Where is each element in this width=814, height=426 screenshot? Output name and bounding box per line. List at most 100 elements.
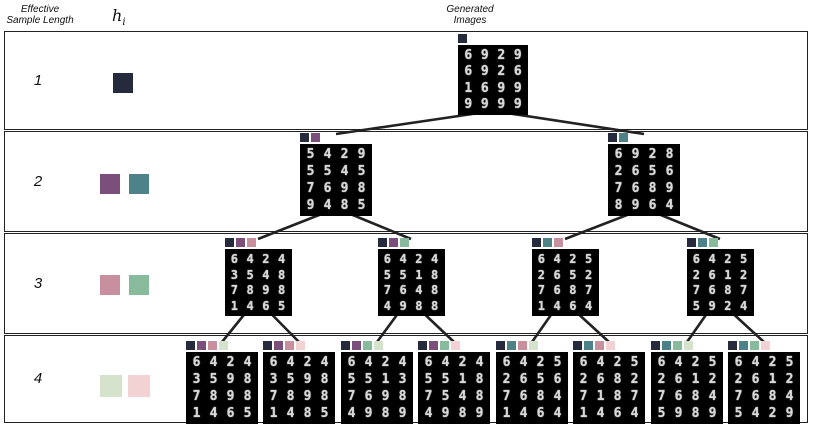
digit-cell: 5	[286, 372, 295, 387]
digit-cell: 8	[691, 406, 700, 421]
digit-cell: 2	[502, 372, 511, 387]
digit-cell: 6	[192, 355, 201, 370]
digit-cell: 7	[269, 389, 278, 404]
path-color-chip	[440, 341, 449, 350]
digit-cell: 5	[399, 267, 407, 282]
digit-cell: 5	[630, 355, 639, 370]
path-color-chip	[542, 238, 552, 247]
digit-cell: 2	[497, 47, 506, 63]
digit-cell: 6	[226, 406, 235, 421]
digit-cell: 5	[785, 355, 794, 370]
digit-cell: 2	[415, 251, 423, 266]
path-color-chip	[451, 341, 460, 350]
path-color-chip	[529, 341, 538, 350]
digit-cell: 6	[569, 299, 577, 314]
digit-cell: 4	[674, 355, 683, 370]
digit-cell: 6	[553, 372, 562, 387]
path-color-chip	[761, 341, 770, 350]
digit-cell: 2	[340, 147, 349, 162]
digit-cell: 7	[192, 389, 201, 404]
path-color-chip	[274, 341, 283, 350]
path-color-chip	[285, 341, 294, 350]
digit-cell: 8	[665, 147, 674, 162]
digit-cell: 5	[648, 164, 657, 179]
row-label-1: 1	[33, 71, 43, 89]
digit-cell: 4	[665, 198, 674, 213]
digit-cell: 1	[724, 267, 732, 282]
digit-cell: 2	[262, 251, 270, 266]
digit-cell: 8	[415, 299, 423, 314]
digit-cell: 4	[553, 251, 561, 266]
digit-cell: 4	[708, 389, 717, 404]
digit-cell: 5	[357, 164, 366, 179]
digit-cell: 5	[424, 372, 433, 387]
digit-cell: 8	[340, 198, 349, 213]
digit-cell: 1	[691, 372, 700, 387]
path-color-chip	[686, 238, 696, 247]
digit-cell: 1	[230, 299, 238, 314]
digit-cell: 9	[340, 181, 349, 196]
tree-edge	[423, 313, 455, 343]
digit-cell: 4	[383, 299, 391, 314]
digit-cell: 6	[553, 283, 561, 298]
hi-swatch-row4-2	[128, 375, 150, 397]
digit-cell: 2	[724, 251, 732, 266]
digit-cell: 7	[614, 181, 623, 196]
path-indicator	[608, 133, 680, 142]
digit-cell: 2	[768, 355, 777, 370]
digit-cell: 1	[537, 299, 545, 314]
digit-cell: 2	[648, 147, 657, 162]
digit-cell: 4	[553, 389, 562, 404]
digit-cell: 6	[657, 355, 666, 370]
digit-cell: 1	[502, 406, 511, 421]
digit-cell: 6	[383, 251, 391, 266]
digit-cell: 4	[209, 406, 218, 421]
digit-cell: 2	[740, 267, 748, 282]
digit-cell: 9	[357, 147, 366, 162]
digit-cell: 7	[383, 283, 391, 298]
digit-cell: 5	[536, 372, 545, 387]
digit-cell: 4	[278, 251, 286, 266]
digit-cell: 6	[269, 355, 278, 370]
digit-cell: 9	[513, 97, 522, 113]
digit-cell: 4	[424, 406, 433, 421]
tree-edge	[577, 313, 610, 343]
digit-cell: 3	[269, 372, 278, 387]
digit-cell: 2	[724, 299, 732, 314]
digit-cell: 7	[692, 283, 700, 298]
tree-edge	[349, 212, 412, 241]
digit-cell: 5	[306, 147, 315, 162]
digit-cell: 8	[278, 267, 286, 282]
tree-edge	[530, 313, 553, 343]
digit-cell: 9	[398, 406, 407, 421]
path-indicator	[651, 341, 723, 350]
tree-edge	[270, 313, 300, 343]
digit-cell: 4	[751, 355, 760, 370]
path-indicator	[531, 238, 599, 247]
digit-cell: 9	[464, 97, 473, 113]
digit-cell: 8	[320, 372, 329, 387]
digit-cell: 4	[398, 355, 407, 370]
digit-cell: 9	[226, 389, 235, 404]
path-color-chip	[608, 133, 617, 142]
digit-cell: 2	[657, 372, 666, 387]
path-color-chip	[595, 341, 604, 350]
path-color-chip	[296, 341, 305, 350]
digit-cell: 4	[364, 355, 373, 370]
digit-cell: 6	[692, 251, 700, 266]
digit-cell: 2	[708, 372, 717, 387]
digit-cell: 2	[537, 267, 545, 282]
digit-cell: 8	[278, 283, 286, 298]
path-color-chip	[507, 341, 516, 350]
digit-cell: 6	[364, 389, 373, 404]
digit-cell: 5	[364, 372, 373, 387]
tree-edge	[657, 212, 721, 241]
